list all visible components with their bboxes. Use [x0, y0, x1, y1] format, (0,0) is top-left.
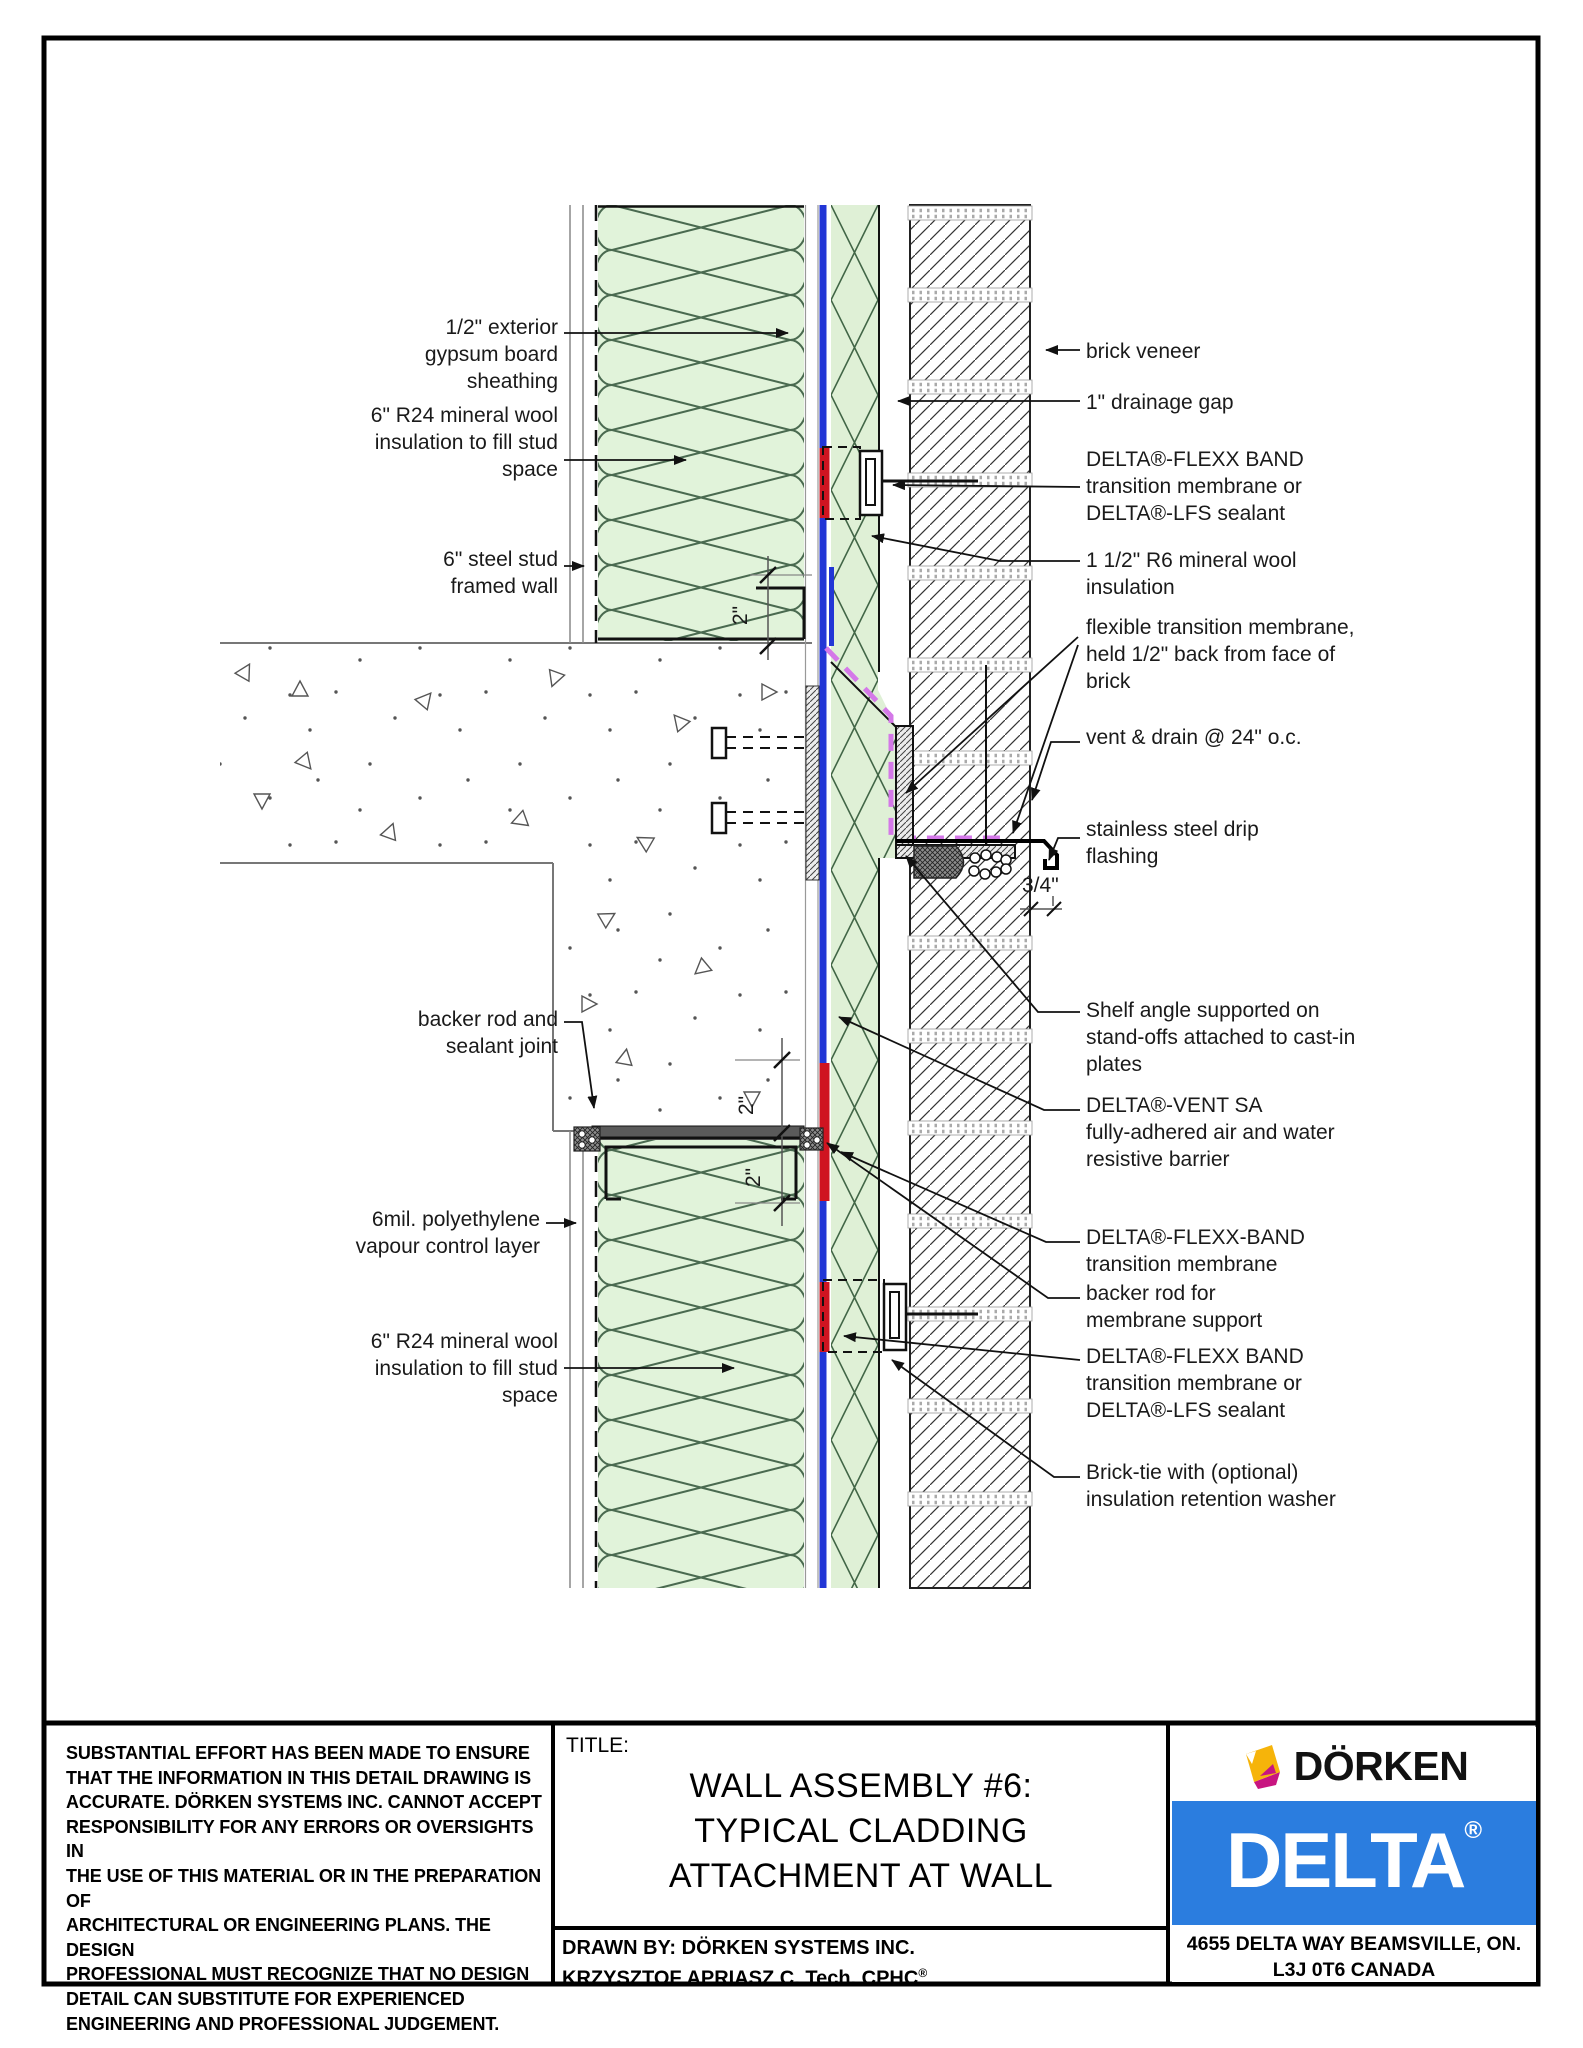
- label-backer-rod-support: backer rod for membrane support: [1086, 1282, 1263, 1332]
- steel-track-channel: [604, 1145, 798, 1201]
- label-steel-stud: 6" steel stud framed wall: [443, 548, 558, 598]
- brick-veneer: [907, 204, 1033, 1589]
- label-flexible-membrane: flexible transition membrane, held 1/2" …: [1086, 616, 1355, 693]
- label-drip-flashing: stainless steel drip flashing: [1086, 818, 1259, 868]
- slab-edge-closure: [805, 685, 820, 881]
- dorken-logo-icon: [1245, 1745, 1280, 1789]
- cast-in-plate-standoffs: [710, 726, 806, 835]
- company-address: 4655 DELTA WAY BEAMSVILLE, ON. L3J 0T6 C…: [1186, 1933, 1522, 1981]
- label-mineral-wool-lower: 6" R24 mineral wool insulation to fill s…: [370, 1330, 558, 1407]
- label-flexx-band-mid: DELTA®-FLEXX-BAND transition membrane: [1086, 1226, 1305, 1276]
- dimension-lines: [735, 556, 1062, 1226]
- label-vent-sa: DELTA®-VENT SA fully-adhered air and wat…: [1086, 1094, 1335, 1171]
- title-label: TITLE:: [566, 1734, 630, 1757]
- label-vent-drain: vent & drain @ 24" o.c.: [1086, 726, 1302, 749]
- label-poly-vapour: 6mil. polyethylene vapour control layer: [355, 1208, 540, 1258]
- label-mineral-wool-upper: 6" R24 mineral wool insulation to fill s…: [370, 404, 558, 481]
- delta-banner: DELTA ®: [1172, 1801, 1536, 1925]
- mortar-joints: [907, 205, 1033, 1507]
- delta-registered-mark: ®: [1464, 1817, 1483, 1844]
- concrete-slab: [220, 642, 812, 1132]
- dorken-logo-cell: DÖRKEN DELTA ® 4655 DELTA WAY BEAMSVILLE…: [1172, 1727, 1536, 1982]
- dorken-brand-row: DÖRKEN: [1172, 1735, 1536, 1797]
- dim-2in-lower: 2": [742, 1167, 765, 1187]
- vent-backer-rod: [968, 849, 1012, 880]
- label-shelf-angle: Shelf angle supported on stand-offs atta…: [1086, 999, 1356, 1076]
- flexible-transition-membrane: [824, 646, 1006, 841]
- flexx-band-strips: [819, 448, 830, 1352]
- label-backer-rod-joint: backer rod and sealant joint: [417, 1008, 558, 1058]
- label-r6-wool: 1 1/2" R6 mineral wool insulation: [1086, 549, 1297, 599]
- aggregate-symbols: [233, 662, 779, 1109]
- label-flexx-band-lower: DELTA®-FLEXX BAND transition membrane or…: [1086, 1345, 1304, 1422]
- label-exterior-gypsum: 1/2" exterior gypsum board sheathing: [424, 316, 558, 393]
- sealant-blob: [913, 845, 965, 879]
- dim-2in-mid: 2": [735, 1095, 758, 1115]
- upper-stud-wall: [569, 205, 806, 643]
- lower-stud-wall: [569, 1125, 805, 1588]
- sheet-border: [41, 35, 1541, 1987]
- label-brick-tie: Brick-tie with (optional) insulation ret…: [1086, 1461, 1336, 1511]
- label-flexx-band-upper: DELTA®-FLEXX BAND transition membrane or…: [1086, 448, 1304, 525]
- drawn-by-line1: DRAWN BY: DÖRKEN SYSTEMS INC.: [562, 1937, 915, 1959]
- delta-vent-sa-membrane: [819, 205, 834, 1588]
- exterior-gypsum-sheathing: [804, 205, 819, 1588]
- label-drainage-gap: 1" drainage gap: [1086, 391, 1234, 414]
- dim-3-4in: 3/4": [1022, 874, 1059, 897]
- drawn-by-block: DRAWN BY: DÖRKEN SYSTEMS INC. KRZYSZTOF …: [562, 1936, 927, 1992]
- drawing-title: WALL ASSEMBLY #6: TYPICAL CLADDING ATTAC…: [668, 1767, 1054, 1895]
- delta-wordmark: DELTA: [1225, 1816, 1466, 1904]
- registered-mark: ®: [918, 1966, 928, 1980]
- dim-2in-upper: 2": [729, 605, 752, 625]
- backer-rod-sealant-joints: [573, 1126, 824, 1152]
- dorken-wordmark: DÖRKEN: [1293, 1742, 1469, 1789]
- label-brick-veneer: brick veneer: [1086, 340, 1201, 363]
- drip-flashing: [896, 839, 1059, 870]
- disclaimer-text: SUBSTANTIAL EFFORT HAS BEEN MADE TO ENSU…: [66, 1743, 542, 2034]
- exterior-mineral-wool: [830, 205, 898, 1588]
- leader-lines: [546, 328, 1081, 1478]
- brick-tie-lower: [822, 1279, 978, 1353]
- drawn-by-line2: KRZYSZTOF APRIASZ C. Tech. CPHC: [562, 1967, 919, 1990]
